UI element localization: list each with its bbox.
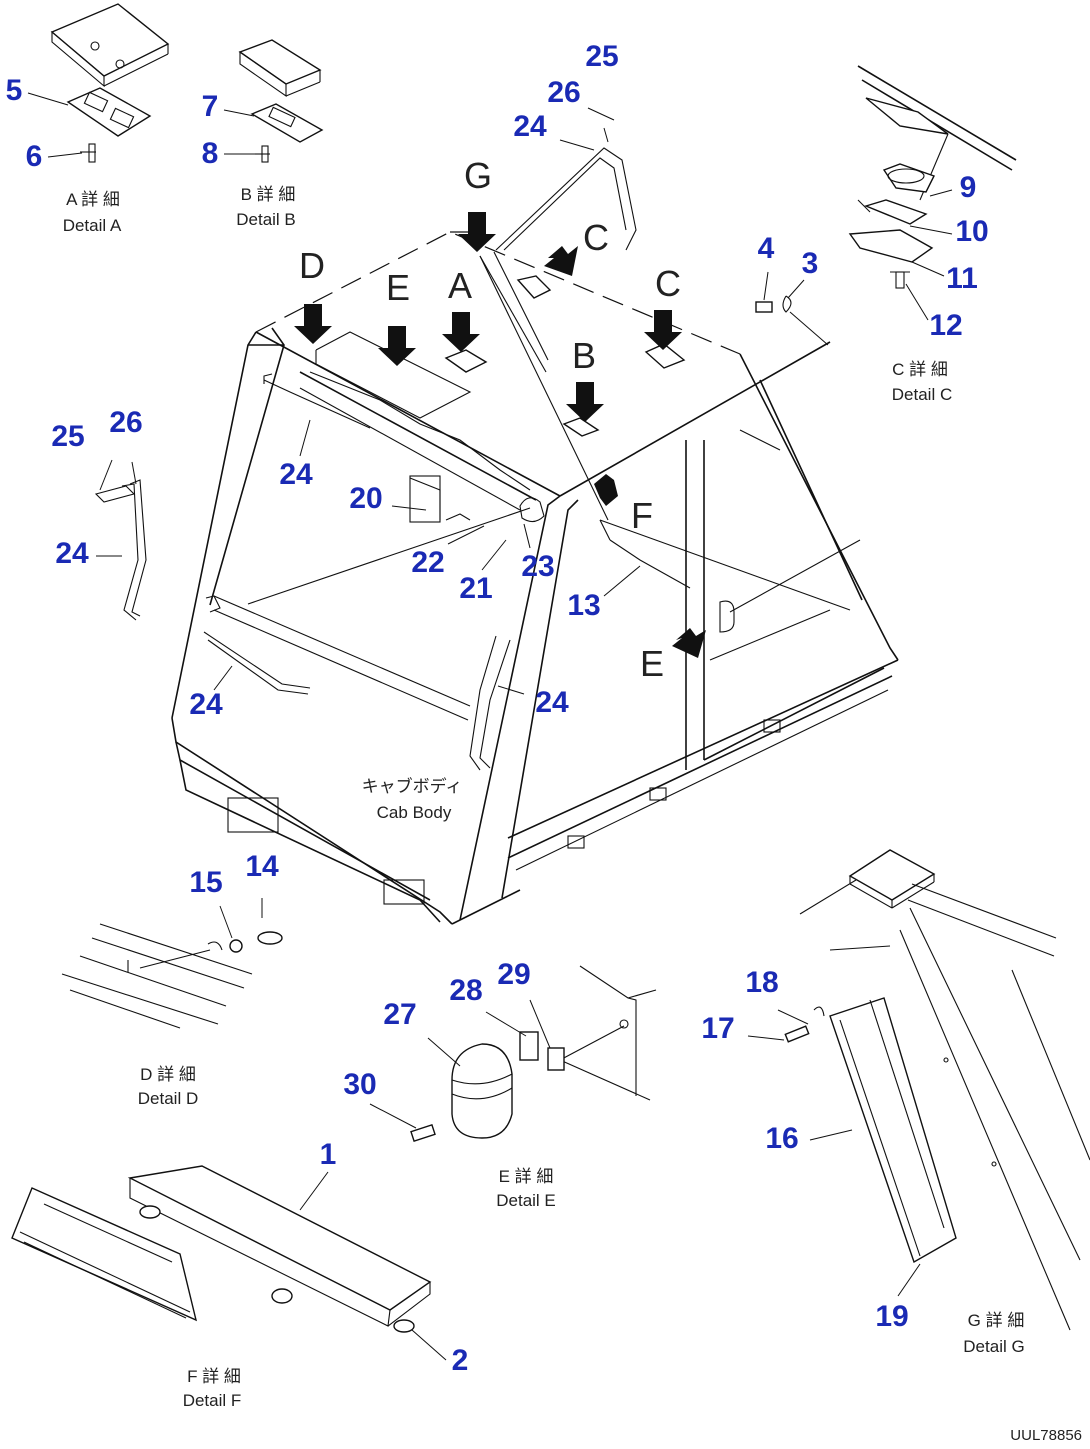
callout-13: 13 — [567, 589, 600, 622]
detail-d-en: Detail D — [138, 1089, 198, 1108]
callout-19: 19 — [875, 1300, 908, 1333]
callout-27: 27 — [383, 998, 416, 1031]
detail-c-en: Detail C — [892, 385, 952, 404]
callout-26-top: 26 — [547, 76, 580, 109]
detail-c-jp: C 詳 細 — [892, 360, 948, 379]
callout-22: 22 — [411, 546, 444, 579]
callout-24-upper: 24 — [279, 458, 313, 491]
view-letter-g: G — [464, 155, 492, 196]
callout-2: 2 — [452, 1344, 469, 1377]
view-letter-d: D — [299, 245, 325, 286]
view-letter-e-top: E — [386, 267, 410, 308]
cab-body-jp: キャブボディ — [362, 776, 463, 796]
detail-e-drawing — [369, 965, 657, 1143]
view-arrows — [294, 212, 706, 658]
callout-20: 20 — [349, 482, 382, 515]
callout-3: 3 — [802, 247, 819, 280]
cab-body-drawing — [171, 147, 899, 925]
callout-16: 16 — [765, 1122, 798, 1155]
callout-24-top: 24 — [513, 110, 547, 143]
view-letter-a: A — [448, 265, 472, 306]
detail-c-drawing — [848, 65, 1017, 321]
callout-18: 18 — [745, 966, 778, 999]
clip-and-bolt — [755, 271, 829, 346]
callout-17: 17 — [701, 1012, 734, 1045]
handrails — [94, 479, 511, 771]
callout-30: 30 — [343, 1068, 376, 1101]
view-letter-c-right: C — [655, 263, 681, 304]
callout-5: 5 — [6, 74, 23, 107]
callout-25-left: 25 — [51, 420, 84, 453]
callout-14: 14 — [245, 850, 279, 883]
detail-g-en: Detail G — [963, 1337, 1024, 1356]
callout-12: 12 — [929, 309, 962, 342]
detail-e-en: Detail E — [496, 1191, 556, 1210]
detail-g-drawing — [747, 849, 1090, 1331]
view-letter-c-top: C — [583, 217, 609, 258]
main-leaders — [96, 107, 641, 695]
detail-d-drawing — [61, 898, 283, 1029]
callout-29: 29 — [497, 958, 530, 991]
callout-24-lower-left: 24 — [189, 688, 223, 721]
detail-a-en: Detail A — [63, 216, 122, 235]
detail-g-jp: G 詳 細 — [968, 1311, 1025, 1330]
detail-d-jp: D 詳 細 — [140, 1065, 196, 1084]
callout-24-lower-right: 24 — [535, 686, 569, 719]
callout-4: 4 — [758, 232, 775, 265]
detail-b-drawing — [223, 39, 324, 163]
drawing-code: UUL78856 — [1010, 1427, 1082, 1444]
detail-f-en: Detail F — [183, 1391, 242, 1410]
detail-b-en: Detail B — [236, 210, 296, 229]
cab-body-en: Cab Body — [377, 803, 452, 822]
detail-f-jp: F 詳 細 — [187, 1367, 241, 1386]
callout-23: 23 — [521, 550, 554, 583]
callout-28: 28 — [449, 974, 482, 1007]
callout-11: 11 — [946, 262, 978, 295]
callout-26-left: 26 — [109, 406, 142, 439]
detail-a-drawing — [27, 3, 170, 163]
detail-e-jp: E 詳 細 — [499, 1167, 554, 1186]
callout-6: 6 — [26, 140, 43, 173]
callout-7: 7 — [202, 90, 219, 123]
callout-9: 9 — [960, 171, 977, 204]
callout-15: 15 — [189, 866, 222, 899]
view-letter-f: F — [631, 495, 653, 536]
view-letter-e-side: E — [640, 643, 664, 684]
callout-24-left: 24 — [55, 537, 89, 570]
detail-a-jp: A 詳 細 — [66, 190, 120, 209]
callout-10: 10 — [955, 215, 988, 248]
callout-25-top: 25 — [585, 40, 618, 73]
callout-21: 21 — [459, 572, 492, 605]
detail-b-jp: B 詳 細 — [241, 185, 296, 204]
view-letter-b: B — [572, 335, 596, 376]
detail-f-drawing — [11, 1165, 447, 1361]
callout-8: 8 — [202, 137, 219, 170]
callout-1: 1 — [320, 1138, 337, 1171]
